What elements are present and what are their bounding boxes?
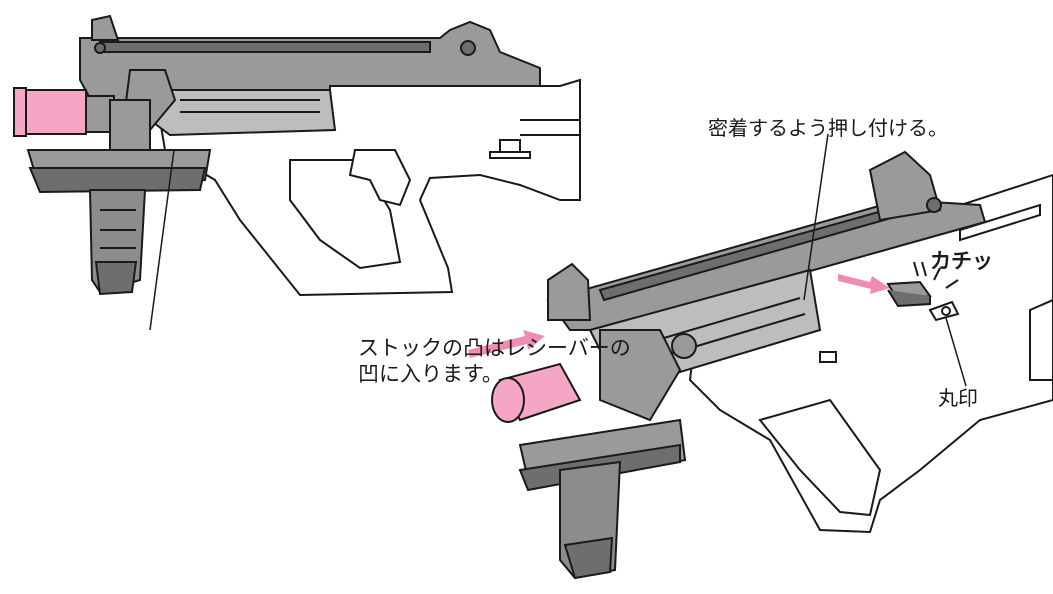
leader-line-mark [945,317,967,387]
pink-buttplate-left [21,89,87,135]
press-note: 密着するよう押し付ける。 [708,116,948,140]
receiver-outline-left [158,78,581,297]
stock-block-left [13,87,212,296]
stock-note-line1: ストックの凸はレシーバーの [358,336,631,360]
side-view-illustration [13,14,581,331]
insert-arrow-right [838,274,890,294]
click-sound-lines [913,261,959,289]
click-sound-label: カチッ [930,249,993,273]
upper-rail-right [546,150,987,422]
latch-plate [886,280,960,322]
stock-block-right [491,362,687,580]
upper-rail-left [79,14,541,137]
stock-note: ストックの凸はレシーバーの 凹に入ります。 [358,335,631,388]
leader-line-stock [149,149,175,331]
stock-note-line2: 凹に入ります。 [358,362,503,387]
perspective-view-illustration [468,133,1053,580]
circle-mark-label: 丸印 [938,386,978,410]
insert-arrow-left [468,330,545,358]
leader-line-press [803,133,829,301]
